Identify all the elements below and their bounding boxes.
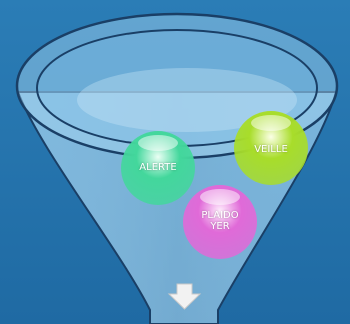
- down-arrow-icon: [167, 283, 202, 310]
- funnel-inner-highlight: [77, 68, 297, 132]
- item-ball-veille: [234, 111, 308, 185]
- item-ball-alerte: [121, 131, 195, 205]
- item-ball-plaidoyer: [183, 185, 257, 259]
